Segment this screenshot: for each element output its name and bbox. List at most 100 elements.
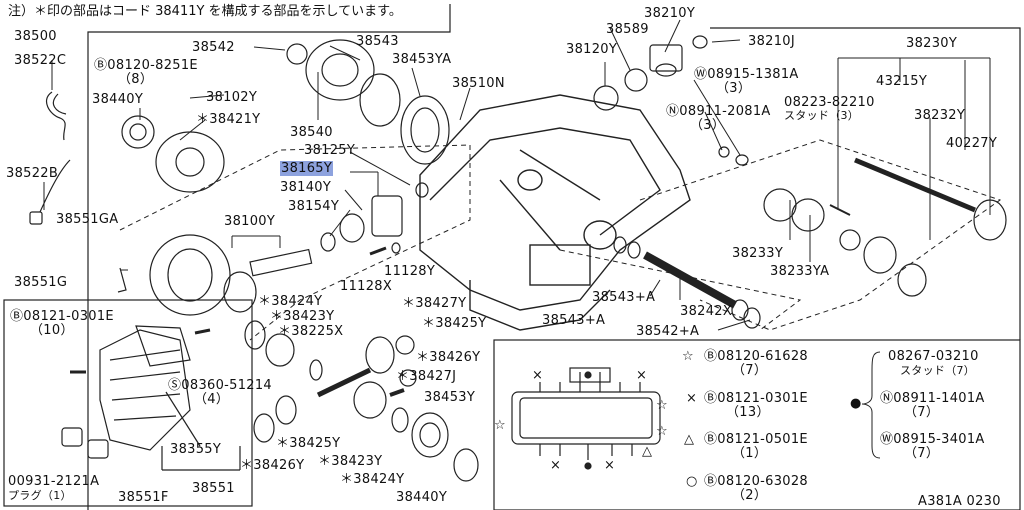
part-label-38540: 38540: [290, 125, 333, 140]
part-qty-08360-51214: （4）: [194, 392, 230, 407]
legend-circ-symbol: ○: [686, 474, 698, 489]
legend-dot-symbol: ●: [850, 396, 862, 411]
part-label-38543a-2: 38543+A: [542, 313, 606, 328]
part-label-38440y: 38440Y: [92, 92, 144, 107]
legend-dot-part-2: Ⓝ08911-1401A: [880, 391, 985, 406]
schematic-star-marker: ☆: [494, 418, 506, 433]
part-label-38425y-a: ＊38425Y: [422, 316, 487, 331]
part-label-43215y: 43215Y: [876, 74, 928, 89]
legend-cross-qty: （13）: [726, 405, 770, 420]
frame-right: [710, 27, 1021, 340]
part-label-38425y-b: ＊38425Y: [276, 436, 341, 451]
part-qty-08120-8251e: （8）: [118, 72, 154, 87]
part-label-38440y-b: 38440Y: [396, 490, 448, 505]
part-label-38543a-1: 38543+A: [592, 290, 656, 305]
right-parts: [593, 35, 1007, 329]
diagram-code: A381A 0230: [918, 494, 1001, 509]
part-label-11128x: 11128X: [340, 279, 393, 294]
legend-circ-qty: （2）: [732, 488, 768, 503]
part-label-08911-2081a: Ⓝ08911-2081A: [666, 104, 771, 119]
part-label-38427y: ＊38427Y: [402, 296, 467, 311]
part-label-08121-0301e: Ⓑ08121-0301E: [10, 309, 114, 324]
part-label-38423y-a: ＊38423Y: [270, 309, 335, 324]
part-label-38522b: 38522B: [6, 166, 59, 181]
part-label-38120y: 38120Y: [566, 42, 618, 57]
part-label-08120-8251e: Ⓑ08120-8251E: [94, 58, 198, 73]
part-label-38210j: 38210J: [748, 34, 795, 49]
part-label-38230y: 38230Y: [906, 36, 958, 51]
leader-lines: [43, 19, 991, 331]
part-label-38355y: 38355Y: [170, 442, 222, 457]
legend-dot-qty-2: （7）: [904, 405, 940, 420]
part-label-08915-1381a: Ⓦ08915-1381A: [694, 67, 799, 82]
part-label-38242x: 38242X: [680, 304, 733, 319]
part-label-40227y: 40227Y: [946, 136, 998, 151]
legend-schematic: [511, 367, 860, 470]
part-label-38125y: 38125Y: [304, 143, 356, 158]
legend-box: [493, 339, 1021, 510]
legend-dot-qty-1: スタッド（7）: [900, 364, 976, 377]
part-label-38165y: 38165Y: [280, 161, 334, 176]
gear-parts: [121, 115, 479, 482]
schematic-cross-marker-2: ×: [636, 368, 648, 383]
part-label-38427j: ＊38427J: [396, 369, 457, 384]
legend-bracket: [861, 351, 881, 459]
legend-tri-qty: （1）: [732, 446, 768, 461]
part-label-00931-2121a: 00931-2121A: [8, 474, 100, 489]
part-label-38232y: 38232Y: [914, 108, 966, 123]
legend-dot-qty-3: （7）: [904, 446, 940, 461]
part-label-38424y-a: ＊38424Y: [258, 294, 323, 309]
frame-top: [87, 4, 451, 510]
housing-body: [419, 94, 691, 331]
part-label-38543: 38543: [356, 34, 399, 49]
breather-parts: [29, 91, 127, 293]
legend-star-symbol: ☆: [682, 349, 694, 364]
part-label-08360-51214: Ⓢ08360-51214: [168, 378, 273, 393]
part-label-38522c: 38522C: [14, 53, 67, 68]
frame-left-box: [3, 299, 253, 507]
legend-tri-part: Ⓑ08121-0501E: [704, 432, 808, 447]
part-label-38421y: ＊38421Y: [196, 112, 261, 127]
part-label-38510n: 38510N: [452, 76, 505, 91]
part-label-38542: 38542: [192, 40, 235, 55]
schematic-tri-marker: △: [642, 444, 653, 459]
part-qty-08121-0301e: （10）: [30, 323, 74, 338]
part-qty-08915-1381a: （3）: [716, 81, 752, 96]
part-label-38542a: 38542+A: [636, 324, 700, 339]
part-label-38551g: 38551G: [14, 275, 68, 290]
part-label-38426y-a: ＊38426Y: [416, 350, 481, 365]
highlighted-part-38165y[interactable]: 38165Y: [280, 161, 334, 176]
part-label-38225x: ＊38225X: [278, 324, 344, 339]
carrier-parts: [286, 39, 450, 256]
part-label-38453y: 38453Y: [424, 390, 476, 405]
part-label-38423y-b: ＊38423Y: [318, 454, 383, 469]
part-label-08223-82210: 08223-82210: [784, 95, 875, 110]
legend-dot-part-1: 08267-03210: [888, 349, 979, 364]
part-qty-00931-2121a: プラグ（1）: [8, 489, 72, 502]
legend-star-qty: （7）: [732, 363, 768, 378]
part-label-38102y: 38102Y: [206, 90, 258, 105]
part-label-38551f: 38551F: [118, 490, 169, 505]
part-qty-08911-2081a: （3）: [690, 118, 726, 133]
part-label-38551ga: 38551GA: [56, 212, 119, 227]
part-label-38154y: 38154Y: [288, 199, 340, 214]
legend-cross-symbol: ×: [686, 391, 698, 406]
legend-dot-part-3: Ⓦ08915-3401A: [880, 432, 985, 447]
part-label-11128y: 11128Y: [384, 264, 436, 279]
part-label-38140y: 38140Y: [280, 180, 332, 195]
part-label-38210y: 38210Y: [644, 6, 696, 21]
legend-tri-symbol: △: [684, 432, 695, 447]
schematic-cross-marker-4: ×: [604, 458, 616, 473]
legend-cross-part: Ⓑ08121-0301E: [704, 391, 808, 406]
schematic-star-marker-3: ☆: [656, 424, 668, 439]
part-label-38424y-b: ＊38424Y: [340, 472, 405, 487]
rear-cover: [61, 325, 241, 471]
part-label-38233ya: 38233YA: [770, 264, 830, 279]
legend-star-part: Ⓑ08120-61628: [704, 349, 809, 364]
schematic-cross-marker-3: ×: [550, 458, 562, 473]
part-label-38500: 38500: [14, 29, 57, 44]
part-label-38233y: 38233Y: [732, 246, 784, 261]
part-label-38453ya: 38453YA: [392, 52, 452, 67]
